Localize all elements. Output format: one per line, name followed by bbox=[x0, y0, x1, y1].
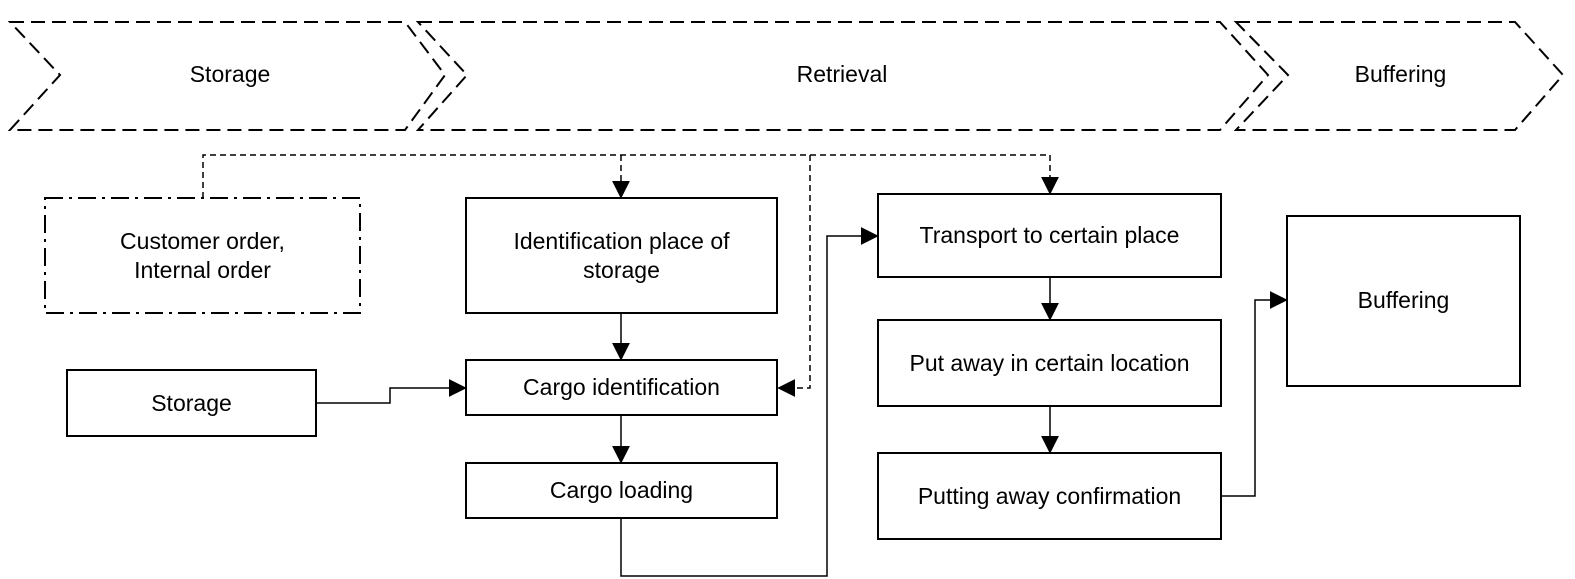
info-flow-to-cargo-identification bbox=[777, 155, 811, 397]
box-identification-place bbox=[465, 197, 778, 314]
stage-chevron-buffering bbox=[1233, 21, 1565, 131]
arrow-cargo-loading-to-transport bbox=[620, 227, 879, 577]
box-transport bbox=[877, 193, 1222, 278]
info-flow-dashed-line bbox=[202, 154, 1050, 198]
box-cargo-loading bbox=[465, 462, 778, 519]
box-customer-order bbox=[44, 197, 361, 314]
arrow-confirmation-to-buffering bbox=[1221, 291, 1288, 497]
box-put-away bbox=[877, 319, 1222, 407]
stage-chevron-retrieval bbox=[415, 21, 1270, 131]
arrow-storage-to-cargo-identification bbox=[316, 379, 467, 404]
box-cargo-identification bbox=[465, 359, 778, 416]
box-buffering bbox=[1286, 215, 1521, 387]
box-storage bbox=[66, 369, 317, 437]
stage-chevron-storage bbox=[7, 21, 447, 131]
box-confirmation bbox=[877, 452, 1222, 540]
